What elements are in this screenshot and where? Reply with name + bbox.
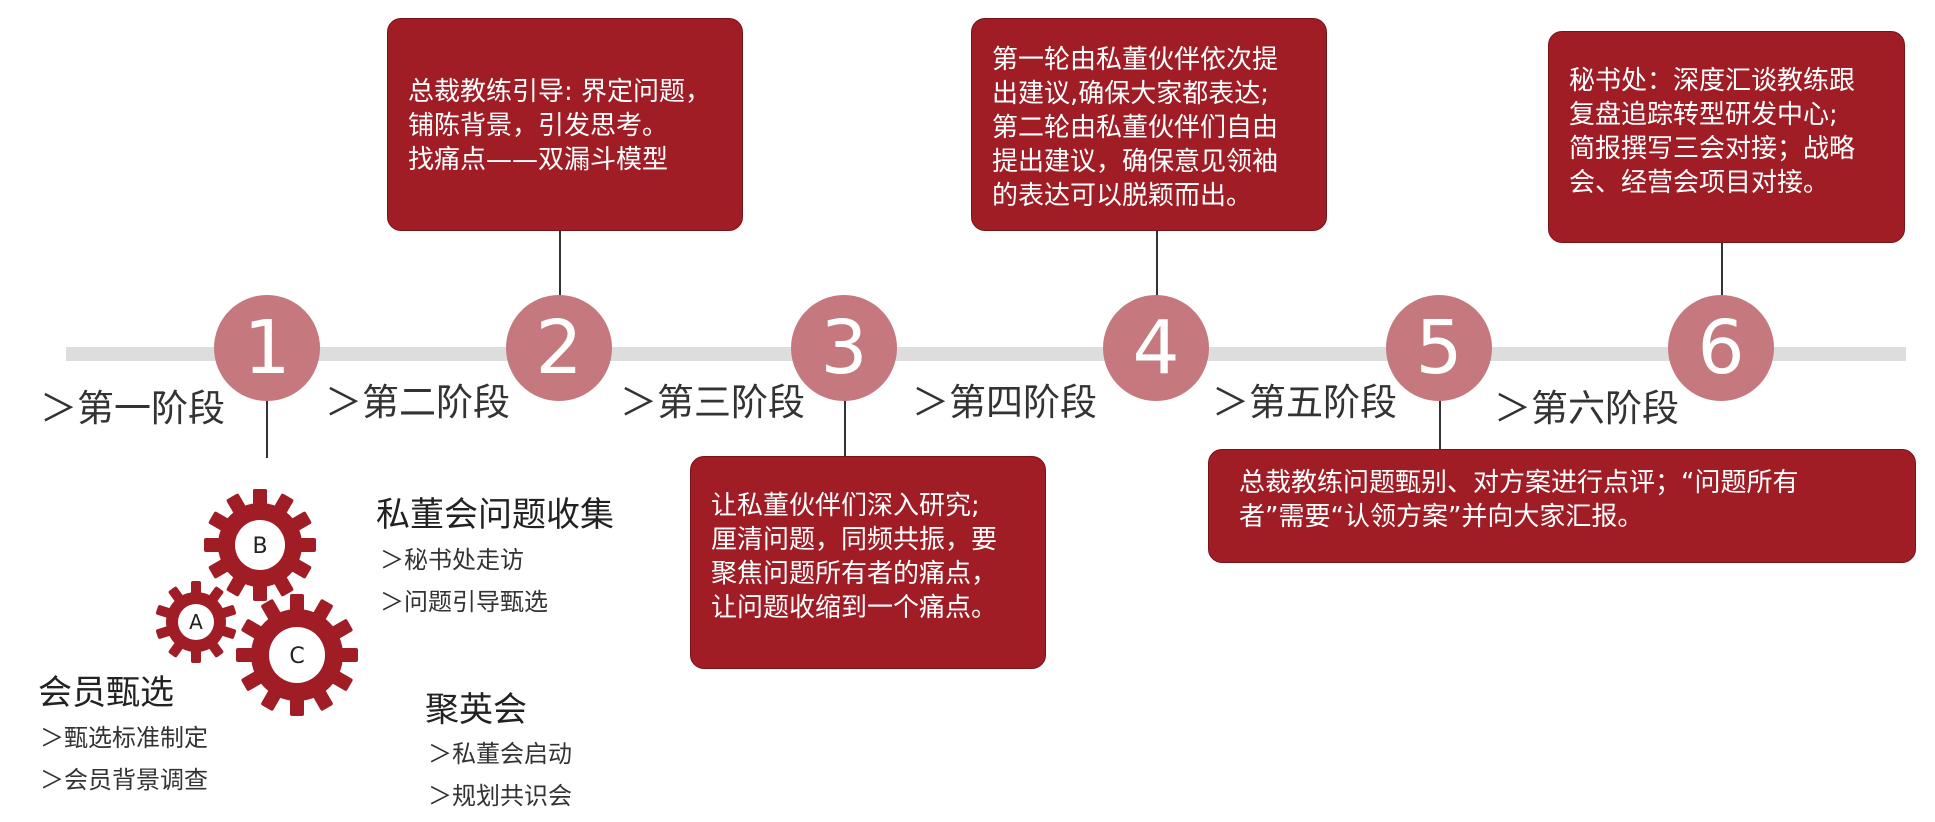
stage6-description-box: 秘书处：深度汇谈教练跟 复盘追踪转型研发中心; 简报撰写三会对接；战略 会、经营…: [1548, 31, 1905, 243]
stage-label-6: ＞第六阶段: [1494, 387, 1679, 430]
group-item-consensus-meeting: ＞规划共识会: [428, 782, 572, 810]
stage3-line-1: 让私董伙伴们深入研究;: [711, 491, 980, 521]
gear-b-label: B: [252, 534, 267, 559]
stage2-description-box: 总裁教练引导: 界定问题， 铺陈背景，引发思考。 找痛点——双漏斗模型: [387, 18, 743, 231]
timeline-bar: [66, 347, 1906, 361]
connector-stage2: [559, 230, 561, 300]
group-item-secretariat-visit: ＞秘书处走访: [380, 546, 524, 574]
stage-label-1: ＞第一阶段: [40, 387, 225, 430]
group-item-board-launch: ＞私董会启动: [428, 740, 572, 768]
stage2-line-2: 铺陈背景，引发思考。: [408, 111, 669, 141]
stage5-line-1: 总裁教练问题甄别、对方案进行点评；“问题所有: [1239, 468, 1799, 498]
stage4-description-box: 第一轮由私董伙伴依次提 出建议,确保大家都表达; 第二轮由私董伙伴们自由 提出建…: [971, 18, 1327, 231]
stage-circle-5: 5: [1386, 295, 1492, 401]
stage4-line-3: 第二轮由私董伙伴们自由: [992, 113, 1279, 143]
stage-label-4: ＞第四阶段: [912, 381, 1097, 424]
stage-label-3: ＞第三阶段: [620, 381, 805, 424]
stage-circle-1: 1: [214, 295, 320, 401]
stage4-line-4: 提出建议，确保意见领袖: [992, 147, 1279, 177]
gear-b-teeth: [204, 489, 316, 601]
stage-label-5: ＞第五阶段: [1212, 381, 1397, 424]
connector-stage1: [266, 395, 268, 458]
stage6-line-3: 简报撰写三会对接；战略: [1569, 134, 1856, 164]
stage5-line-2: 者”需要“认领方案”并向大家汇报。: [1239, 502, 1644, 532]
stage5-description-box: 总裁教练问题甄别、对方案进行点评；“问题所有 者”需要“认领方案”并向大家汇报。: [1208, 449, 1916, 563]
gear-a-label: A: [189, 610, 203, 634]
stage3-description-box: 让私董伙伴们深入研究; 厘清问题，同频共振，要 聚焦问题所有者的痛点， 让问题收…: [690, 456, 1046, 669]
stage4-line-1: 第一轮由私董伙伴依次提: [992, 45, 1279, 75]
stage-circle-4: 4: [1103, 295, 1209, 401]
group-item-question-screening: ＞问题引导甄选: [380, 588, 548, 616]
group-title-question-collection: 私董会问题收集: [376, 495, 614, 535]
connector-stage6: [1721, 243, 1723, 300]
stage6-line-2: 复盘追踪转型研发中心;: [1569, 100, 1838, 130]
stage6-line-1: 秘书处：深度汇谈教练跟: [1569, 66, 1856, 96]
connector-stage3: [844, 395, 846, 457]
gear-icon-a: A: [155, 581, 237, 663]
group-title-member-selection: 会员甄选: [38, 673, 174, 713]
stage3-line-4: 让问题收缩到一个痛点。: [711, 593, 998, 623]
group-item-background-check: ＞会员背景调查: [40, 766, 208, 794]
stage-circle-3: 3: [791, 295, 897, 401]
stage-circle-2: 2: [506, 295, 612, 401]
gear-icon-c: C: [236, 594, 358, 716]
stage-circle-6: 6: [1668, 295, 1774, 401]
connector-stage5: [1439, 395, 1441, 450]
connector-stage4: [1156, 230, 1158, 300]
stage4-line-2: 出建议,确保大家都表达;: [992, 79, 1270, 109]
stage2-line-3: 找痛点——双漏斗模型: [408, 145, 669, 175]
gear-c-label: C: [289, 644, 304, 669]
group-title-elite-meeting: 聚英会: [425, 690, 527, 730]
group-item-selection-criteria: ＞甄选标准制定: [40, 724, 208, 752]
stage3-line-3: 聚焦问题所有者的痛点，: [711, 559, 998, 589]
stage2-line-1: 总裁教练引导: 界定问题，: [408, 77, 712, 107]
gear-icon-b: B: [204, 489, 316, 601]
stage3-line-2: 厘清问题，同频共振，要: [711, 525, 998, 555]
stage-label-2: ＞第二阶段: [325, 381, 510, 424]
stage4-line-5: 的表达可以脱颖而出。: [992, 181, 1253, 211]
stage6-line-4: 会、经营会项目对接。: [1569, 168, 1830, 198]
